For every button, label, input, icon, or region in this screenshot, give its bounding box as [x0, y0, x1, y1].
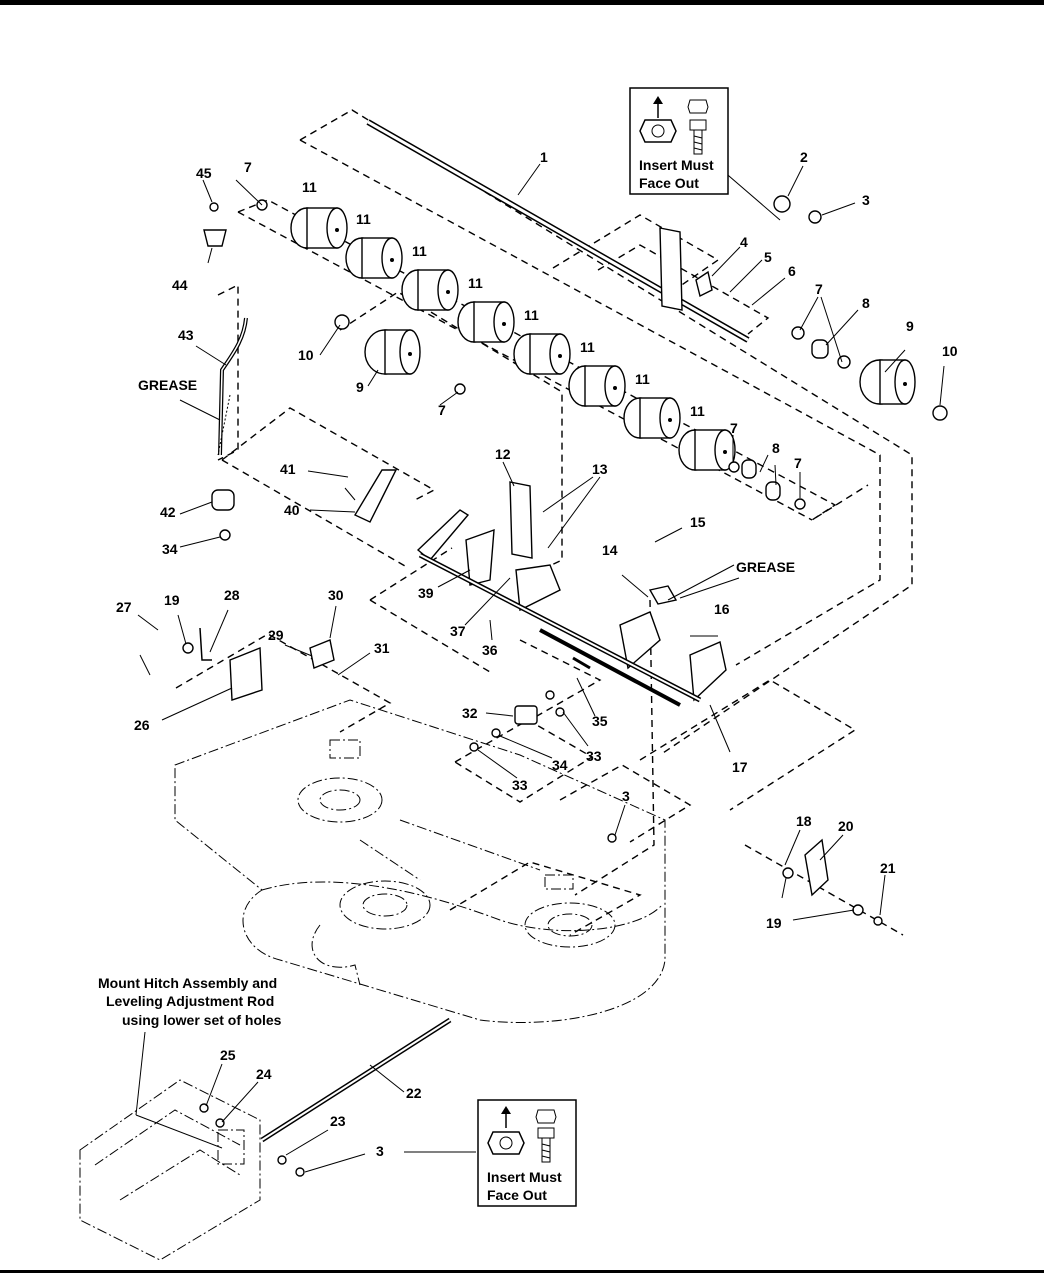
callout-7: 7 [730, 420, 738, 436]
top-border-rule [0, 0, 1044, 5]
callout-11: 11 [524, 307, 539, 323]
callout-19: 19 [766, 915, 782, 931]
bracket-parts [229, 227, 829, 897]
callout-33: 33 [512, 777, 528, 793]
inset-top-line1: Insert Must [639, 157, 714, 173]
callout-31: 31 [374, 640, 390, 656]
callout-7: 7 [244, 159, 252, 175]
callout-13: 13 [592, 461, 608, 477]
callout-21: 21 [880, 860, 896, 876]
callout-39: 39 [418, 585, 434, 601]
callout-17: 17 [732, 759, 748, 775]
callout-44: 44 [172, 277, 188, 293]
callout-45: 45 [196, 165, 212, 181]
mount-note-line1: Mount Hitch Assembly and [98, 975, 277, 991]
callout-4: 4 [740, 234, 748, 250]
callout-7: 7 [815, 281, 823, 297]
leader-lines [135, 163, 945, 1173]
callout-24: 24 [256, 1066, 272, 1082]
callout-9: 9 [906, 318, 914, 334]
callout-29: 29 [268, 627, 284, 643]
insert-face-out-inset-top: Insert Must Face Out [629, 87, 729, 195]
callout-36: 36 [482, 642, 498, 658]
callout-26: 26 [134, 717, 150, 733]
arrow-up-icon [653, 96, 663, 104]
inset-bottom-line1: Insert Must [487, 1169, 562, 1185]
grease-note-right: GREASE [736, 559, 795, 575]
inset-bottom-line2: Face Out [487, 1187, 547, 1203]
callout-3: 3 [862, 192, 870, 208]
callout-11: 11 [468, 275, 483, 291]
rods-and-shafts [199, 317, 702, 1143]
mount-note-line2: Leveling Adjustment Rod [106, 993, 274, 1009]
callout-8: 8 [862, 295, 870, 311]
callout-43: 43 [178, 327, 194, 343]
bolt-icon [689, 119, 707, 131]
callout-25: 25 [220, 1047, 236, 1063]
callout-33: 33 [586, 748, 602, 764]
callout-11: 11 [690, 403, 705, 419]
callout-42: 42 [160, 504, 176, 520]
diagram-notes: GREASE GREASE Mount Hitch Assembly and L… [98, 377, 795, 1028]
callout-11: 11 [635, 371, 650, 387]
callout-32: 32 [462, 705, 478, 721]
hitch-ghost-outline [79, 1079, 261, 1261]
small-nut-icon [535, 1109, 557, 1124]
rollers-part-11 [290, 207, 736, 471]
bolt-icon [537, 1127, 555, 1139]
bottom-border-rule [0, 1270, 1044, 1273]
callout-11: 11 [356, 211, 371, 227]
rod-part-1 [366, 119, 750, 343]
mount-note-line3: using lower set of holes [122, 1012, 282, 1028]
callout-11: 11 [412, 243, 427, 259]
inset-top-line2: Face Out [639, 175, 699, 191]
callout-3: 3 [376, 1143, 384, 1159]
callout-7: 7 [794, 455, 802, 471]
small-hardware-parts [182, 195, 948, 1177]
callout-12: 12 [495, 446, 511, 462]
callout-35: 35 [592, 713, 608, 729]
callout-15: 15 [690, 514, 706, 530]
callout-20: 20 [838, 818, 854, 834]
callout-10: 10 [942, 343, 958, 359]
callout-8: 8 [772, 440, 780, 456]
callout-2: 2 [800, 149, 808, 165]
arrow-up-icon [501, 1106, 511, 1114]
insert-face-out-inset-bottom: Insert Must Face Out [477, 1099, 577, 1207]
small-nut-icon [687, 99, 709, 114]
callout-11: 11 [302, 179, 317, 195]
callout-16: 16 [714, 601, 730, 617]
callout-23: 23 [330, 1113, 346, 1129]
callout-1: 1 [540, 149, 548, 165]
end-rollers-part-9 [364, 329, 916, 405]
callout-10: 10 [298, 347, 314, 363]
callout-14: 14 [602, 542, 618, 558]
callout-34: 34 [162, 541, 178, 557]
callout-22: 22 [406, 1085, 422, 1101]
grease-note-left: GREASE [138, 377, 197, 393]
callout-28: 28 [224, 587, 240, 603]
callout-30: 30 [328, 587, 344, 603]
callout-19: 19 [164, 592, 180, 608]
callout-41: 41 [280, 461, 296, 477]
callout-11: 11 [580, 339, 595, 355]
callout-6: 6 [788, 263, 796, 279]
callout-3: 3 [622, 788, 630, 804]
callout-7: 7 [438, 402, 446, 418]
callout-40: 40 [284, 502, 300, 518]
callout-18: 18 [796, 813, 812, 829]
assembly-dashed-outlines [175, 109, 913, 936]
part-callout-numbers: 1 2 3 4 5 6 7 7 7 7 7 8 8 9 9 10 10 11 1… [116, 149, 958, 1159]
callout-9: 9 [356, 379, 364, 395]
callout-37: 37 [450, 623, 466, 639]
callout-5: 5 [764, 249, 772, 265]
callout-27: 27 [116, 599, 132, 615]
mower-deck-ghost-outline [174, 699, 666, 1023]
callout-34: 34 [552, 757, 568, 773]
